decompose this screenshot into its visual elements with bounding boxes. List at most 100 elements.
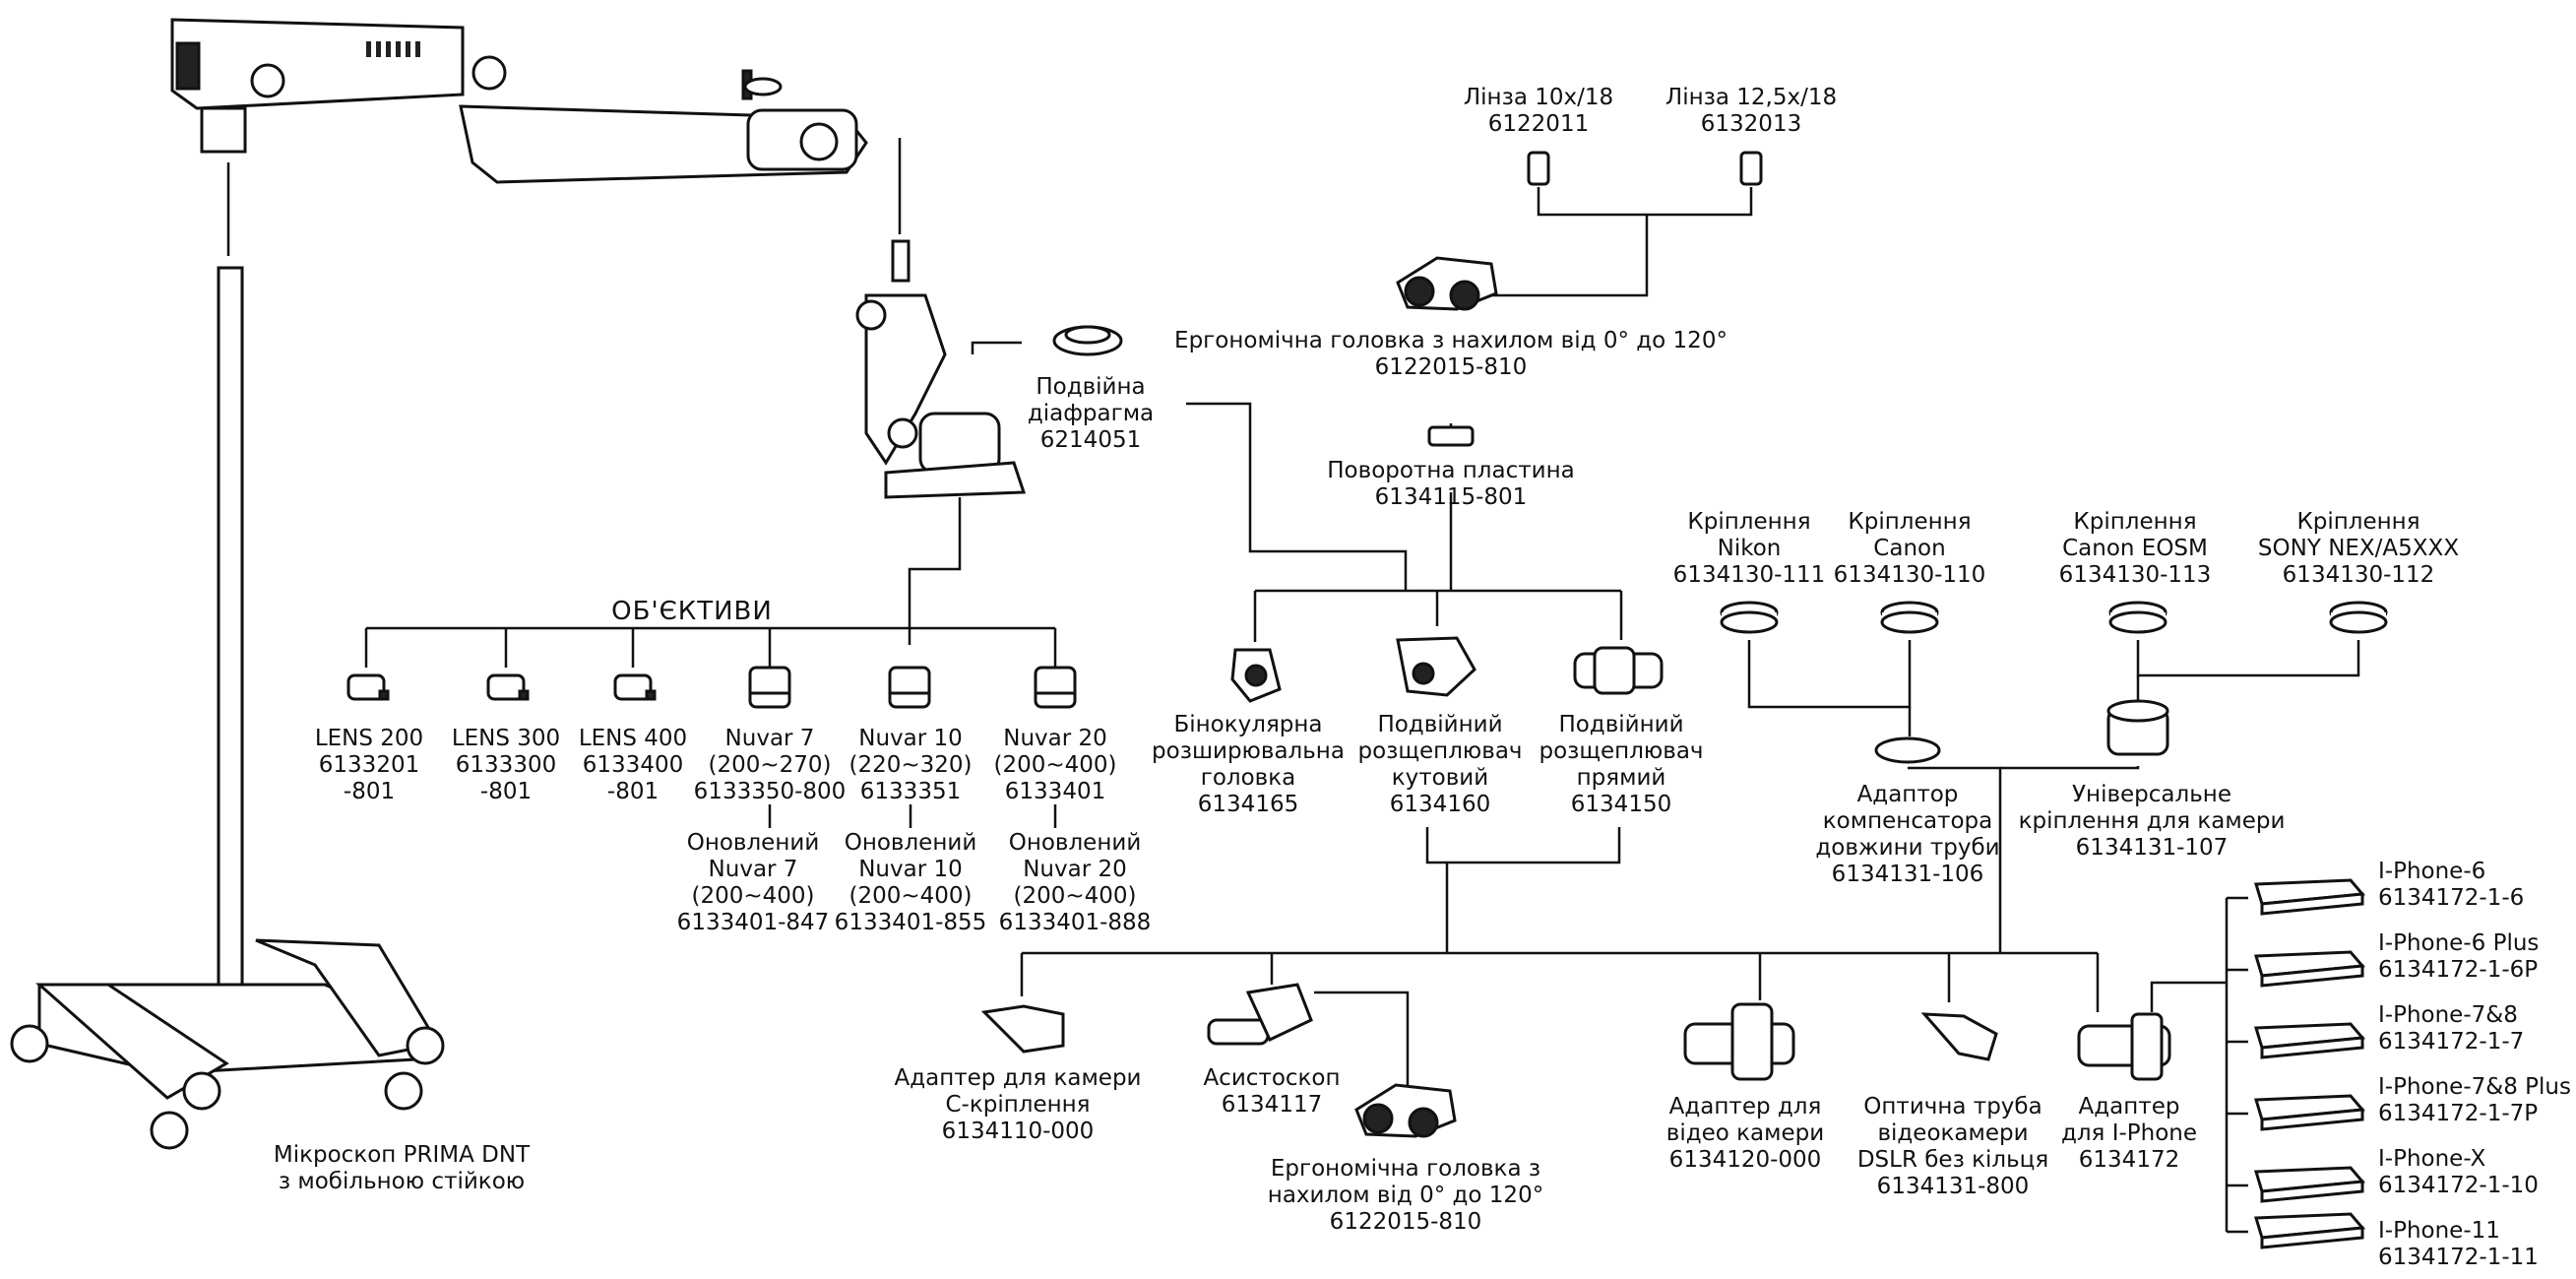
lens-tab [518,689,530,701]
ergo-head-top-icon [1396,256,1498,311]
ergo-ocular [1449,280,1480,311]
microscope-display [175,41,201,91]
holder-knob [855,299,887,331]
camera-mount-icon [1880,610,1939,634]
microscope-illustration [10,18,868,1150]
binocular-head-icon [1244,664,1268,687]
splitter-angled-icon [1396,636,1476,697]
eyepiece-icon [1527,151,1550,186]
nuvar20-icon [1034,666,1077,709]
connector-line [1747,640,1912,709]
iphone-holder-icon [2260,1180,2364,1203]
holder-arm [864,293,947,466]
camera-mount-icon [2108,610,2168,634]
iphone-holder-icon [2260,1108,2364,1131]
assistoscope-icon [1245,983,1313,1043]
lens-body [1034,666,1077,709]
assistoscope-icon [1207,1018,1270,1046]
stand-column [217,266,244,998]
connector-line [2136,640,2360,677]
tube-adapter-icon [1874,736,1941,764]
optical-tube-icon [1920,1012,1998,1061]
arm-cap [743,77,783,96]
vent-slot [406,41,410,57]
splitter-straight-icon [1593,646,1636,695]
vent-slot [376,41,381,57]
connector-line [2150,981,2227,1012]
vent-slot [386,41,391,57]
vent-slot [396,41,401,57]
iphone-holder-icon [2260,1226,2364,1249]
caster-wheel [10,1024,49,1063]
lens-body [613,673,653,701]
lens-tab [378,689,390,701]
focus-knob [250,63,285,98]
connector-line [1481,215,1649,297]
caster-wheel [384,1071,423,1111]
ergo-ocular [1404,276,1435,307]
lens-body [888,666,931,709]
diaphragm-icon [1064,325,1111,345]
camera-mount-icon [2329,610,2388,634]
holder-shaft [891,239,911,283]
device-illustrations [10,18,2388,1249]
ergo-head-top-label: Ергономічна головка з нахилом від 0° до … [1174,328,1728,380]
lens-label-nuvar7: Nuvar 7(200~270)6133350-800 [693,726,847,804]
connector-lines [226,138,2360,1234]
vent-slot [366,41,371,57]
caster-wheel [150,1111,189,1150]
ergo-ocular [1362,1103,1394,1134]
lens-200-icon [346,673,390,701]
rotary-plate-icon [1427,425,1475,447]
lens-label-nuvar10: Nuvar 10(220~320)6133351 [848,726,973,804]
connector-line [1425,827,1621,864]
lens-body [748,666,791,709]
caster-wheel [406,1026,445,1065]
lenses-heading: ОБ'ЄКТИВИ [611,597,773,626]
microscope-neck [200,106,247,154]
lens-400-icon [613,673,657,701]
optics-holder-illustration [855,239,1027,499]
connector-line [1186,402,1408,591]
iphone-holder-icon [2260,1036,2364,1059]
splitter-angled-icon [1412,662,1435,685]
nuvar7-icon [748,666,791,709]
connector-line [908,497,962,645]
microscope-head-body [170,18,465,110]
c-mount-adapter-icon [980,1004,1065,1054]
caster-wheel [182,1071,221,1111]
ergo-ocular [1408,1107,1439,1138]
camera-mount-icon [1720,610,1779,634]
universal-mount-icon [2106,699,2169,723]
eyepiece-icon [1739,151,1763,186]
focus-knob [471,55,507,91]
vent-slot [415,41,420,57]
